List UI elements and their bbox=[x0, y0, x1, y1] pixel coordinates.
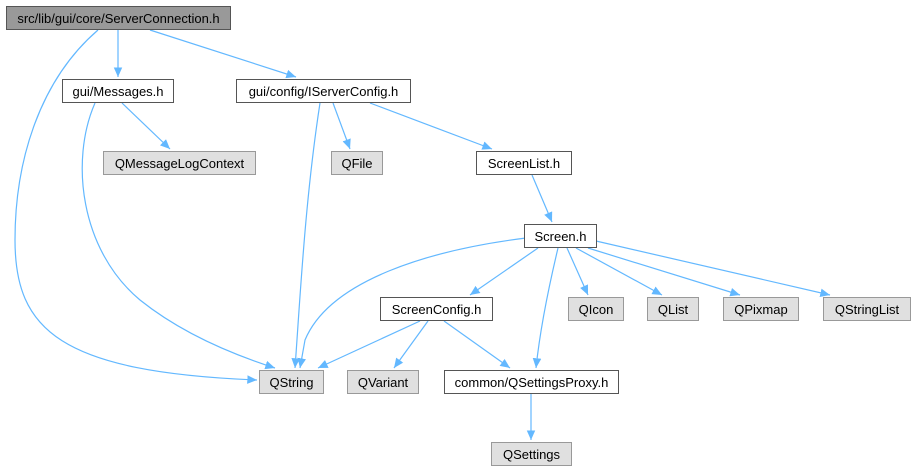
edge-screen-to-qicon bbox=[566, 247, 589, 296]
node-qmessagelogcontext: QMessageLogContext bbox=[103, 151, 256, 175]
node-qicon: QIcon bbox=[568, 297, 624, 321]
node-qstring: QString bbox=[259, 370, 324, 394]
node-iserverconfig-h[interactable]: gui/config/IServerConfig.h bbox=[236, 79, 411, 103]
node-qvariant: QVariant bbox=[347, 370, 419, 394]
edge-root-to-qstring bbox=[14, 29, 258, 384]
edge-screen-to-qstringlist bbox=[595, 240, 831, 298]
edge-screenconfig-to-qvariant bbox=[393, 320, 429, 369]
node-qsettings: QSettings bbox=[491, 442, 572, 466]
node-qlist: QList bbox=[647, 297, 699, 321]
edge-messages-to-qmessagelogcontext bbox=[121, 102, 171, 150]
edge-screen-to-qsettingsproxy bbox=[532, 247, 559, 369]
edge-root-to-iserverconfig bbox=[149, 29, 297, 79]
edge-screenlist-to-screen bbox=[531, 174, 553, 223]
node-qstringlist: QStringList bbox=[823, 297, 911, 321]
edge-screen-to-qstring bbox=[297, 237, 527, 369]
node-qsettingsproxy-h[interactable]: common/QSettingsProxy.h bbox=[444, 370, 619, 394]
edge-screenconfig-to-qsettingsproxy bbox=[443, 320, 511, 369]
edge-screen-to-screenconfig bbox=[469, 247, 539, 296]
node-serverconnection-h[interactable]: src/lib/gui/core/ServerConnection.h bbox=[6, 6, 231, 30]
edge-screen-to-qlist bbox=[575, 247, 663, 296]
edge-screen-to-qpixmap bbox=[587, 247, 741, 297]
edge-messages-to-qstring bbox=[81, 102, 276, 370]
node-screen-h[interactable]: Screen.h bbox=[524, 224, 597, 248]
edge-screenconfig-to-qstring bbox=[317, 320, 421, 369]
node-screenconfig-h[interactable]: ScreenConfig.h bbox=[380, 297, 493, 321]
edge-iserverconfig-to-qfile bbox=[332, 102, 351, 150]
node-qpixmap: QPixmap bbox=[723, 297, 799, 321]
node-qfile: QFile bbox=[331, 151, 383, 175]
edge-iserverconfig-to-screenlist bbox=[369, 102, 493, 150]
node-messages-h[interactable]: gui/Messages.h bbox=[62, 79, 174, 103]
edge-iserverconfig-to-qstring bbox=[291, 102, 321, 369]
node-screenlist-h[interactable]: ScreenList.h bbox=[476, 151, 572, 175]
